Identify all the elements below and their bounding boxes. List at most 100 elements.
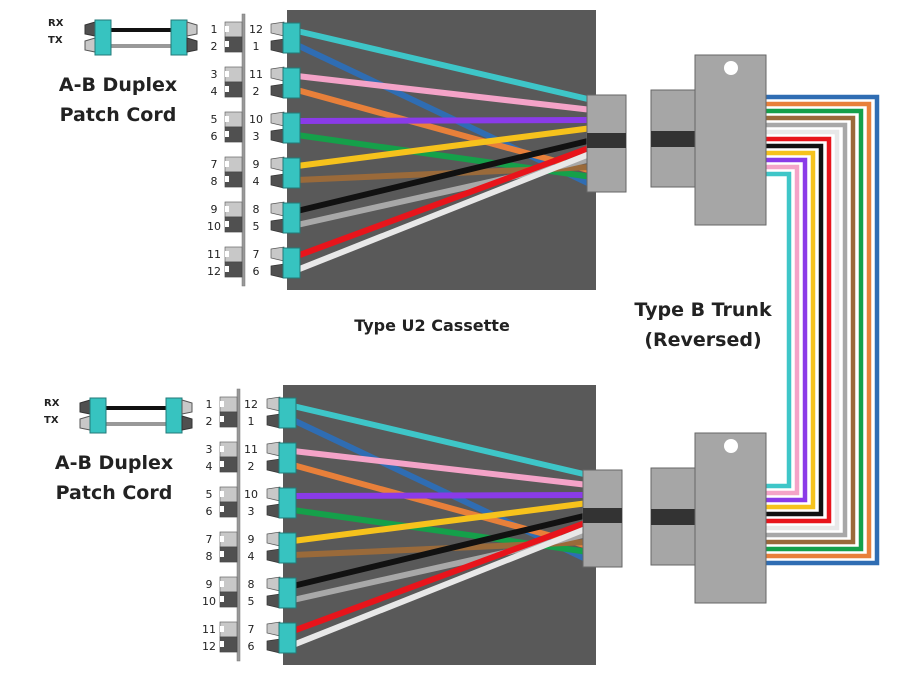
fiber-7 [291,519,590,634]
port-notch [225,86,229,92]
adapter-port-number: 2 [206,415,213,428]
duplex-lc-connector [278,442,297,474]
duplex-lc-connector [278,487,297,519]
adapter-port-number: 7 [211,158,218,171]
fiber-8 [292,512,589,589]
trunk-mpo-housing [694,432,767,604]
port-notch [220,461,224,467]
fiber-9 [292,500,589,544]
adapter-port-number: 9 [206,578,213,591]
cassette-fiber-number: 8 [248,578,255,591]
adapter-port-number: 4 [211,85,218,98]
lc-boot [270,263,285,279]
cassette-fiber-number: 7 [248,623,255,636]
cassette-fiber-number: 4 [253,175,260,188]
cassette-label: Type U2 Cassette [354,316,510,335]
trunk-label: Type B Trunk (Reversed) [623,295,783,355]
lc-boot [270,156,285,172]
trunk-line1: Type B Trunk [634,299,772,321]
lc-boot [270,21,285,37]
trunk-fiber-3 [760,108,864,552]
cassette-fiber-number: 10 [249,113,263,126]
duplex-lc-connector [278,577,297,609]
lc-boot [270,66,285,82]
fiber-10 [296,117,593,124]
lc-boot [266,413,281,429]
port-notch [220,551,224,557]
cassette-fiber-number: 12 [249,23,263,36]
trunk-fiber-6 [760,129,840,531]
trunk-fiber-11 [760,164,800,496]
lc-boot [181,415,193,431]
trunk-fiber-1 [760,94,880,566]
trunk-mpo-housing [694,54,767,226]
lc-boot [266,638,281,654]
adapter-port-number: 3 [206,443,213,456]
trunk-mpo-band [651,131,696,147]
cassette-fiber-number: 10 [244,488,258,501]
cassette-fiber-number: 2 [248,460,255,473]
duplex-lc-connector [278,622,297,654]
patch-cord-title-top: A-B Duplex Patch Cord [48,70,188,130]
trunk-fiber-7 [760,136,832,524]
cassette-fiber-number: 5 [253,220,260,233]
adapter-panel [236,388,241,662]
port-notch [225,251,229,257]
port-notch [225,266,229,272]
port-notch [220,641,224,647]
fiber-11 [296,73,593,113]
cassette-fiber-number: 3 [248,505,255,518]
trunk-fiber-9 [760,150,816,510]
adapter-port-number: 1 [211,23,218,36]
fiber-6 [291,525,590,648]
cassette-fiber-number: 7 [253,248,260,261]
adapter-port-number: 2 [211,40,218,53]
patch-cord-title-bottom: A-B Duplex Patch Cord [44,448,184,508]
fiber-2 [296,87,593,174]
fiber-8 [296,137,593,214]
fiber-12 [292,403,589,478]
lc-boot [266,548,281,564]
lc-boot [270,173,285,189]
cassette-fiber-number: 6 [248,640,255,653]
port-notch [220,596,224,602]
cassette-fiber-number: 9 [248,533,255,546]
lc-boot [270,38,285,54]
cassette-fiber-number: 11 [244,443,258,456]
cassette-fiber-number: 1 [248,415,255,428]
adapter-port-number: 5 [211,113,218,126]
lc-boot [266,486,281,502]
lc-boot [181,399,193,415]
lc-boot [186,37,198,53]
duplex-lc-connector [282,202,301,234]
trunk-fiber-10 [760,157,808,503]
lc-boot [266,576,281,592]
patch-cord-line2: Patch Cord [55,482,173,504]
lc-boot [79,399,91,415]
fiber-6 [295,150,594,273]
cassette-fiber-number: 5 [248,595,255,608]
adapter-port-number: 8 [211,175,218,188]
rx-label-top: RX [48,18,64,29]
duplex-lc-connector [278,532,297,564]
port-notch [225,176,229,182]
port-notch [225,221,229,227]
fiber-7 [295,144,594,259]
lc-boot [270,218,285,234]
key-hole [724,61,738,75]
lc-boot [266,441,281,457]
adapter-port-number: 3 [211,68,218,81]
rx-label-bottom: RX [44,398,60,409]
lc-boot [84,21,96,37]
lc-boot [84,37,96,53]
adapter-port-number: 1 [206,398,213,411]
duplex-lc-connector [282,112,301,144]
port-notch [225,26,229,32]
patch-connector-left [94,19,112,56]
trunk-line2: (Reversed) [644,329,762,351]
mpo-adapter-band [587,133,626,148]
port-notch [225,116,229,122]
tx-label-top: TX [48,35,63,46]
adapter-port-number: 6 [211,130,218,143]
